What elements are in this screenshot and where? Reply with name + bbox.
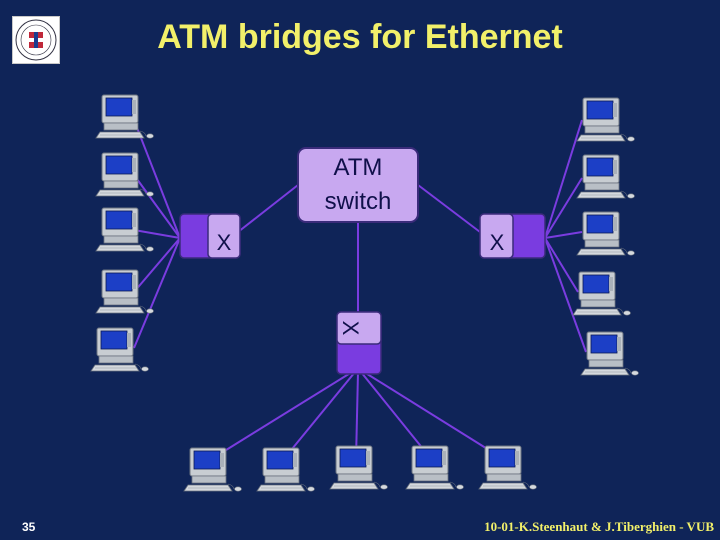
computers-right xyxy=(572,97,639,376)
links xyxy=(133,119,587,461)
desktop-computer-icon xyxy=(95,269,154,314)
bridge-bottom: X xyxy=(336,311,382,375)
link-right-pc-1 xyxy=(544,119,583,239)
link-bottom-pc-4 xyxy=(360,371,433,461)
link-right-pc-3 xyxy=(544,231,583,239)
footer-credit: 10-01-K.Steenhaut & J.Tiberghien - VUB xyxy=(484,519,714,534)
link-left-pc-4 xyxy=(133,237,181,293)
desktop-computer-icon xyxy=(576,97,635,142)
atm-switch: ATM switch xyxy=(297,147,419,223)
link-bottom-pc-2 xyxy=(282,371,356,461)
desktop-computer-icon xyxy=(95,94,154,139)
link-left-pc-5 xyxy=(133,237,181,349)
slide-number: 35 xyxy=(22,520,36,534)
desktop-computer-icon xyxy=(580,331,639,376)
bridge-left: X xyxy=(179,213,241,259)
computers-left xyxy=(90,94,154,372)
desktop-computer-icon xyxy=(183,447,242,492)
link-left-pc-3 xyxy=(133,229,181,239)
link-switch-right xyxy=(417,184,481,233)
desktop-computer-icon xyxy=(405,445,464,490)
desktop-computer-icon xyxy=(576,211,635,256)
bridge-right-label: X xyxy=(490,230,505,255)
university-seal-logo xyxy=(12,16,60,64)
link-switch-left xyxy=(237,184,299,233)
link-right-pc-5 xyxy=(544,237,587,353)
desktop-computer-icon xyxy=(576,154,635,199)
link-right-pc-4 xyxy=(544,237,579,293)
slide-title: ATM bridges for Ethernet xyxy=(157,18,563,56)
desktop-computer-icon xyxy=(572,271,631,316)
link-left-pc-2 xyxy=(133,174,181,239)
bridge-left-label: X xyxy=(217,230,232,255)
bridge-bottom-label: X xyxy=(338,321,363,336)
link-left-pc-1 xyxy=(133,119,181,239)
link-bottom-pc-5 xyxy=(363,371,506,461)
computers-bottom xyxy=(183,445,537,492)
desktop-computer-icon xyxy=(478,445,537,490)
link-bottom-pc-3 xyxy=(355,371,359,461)
link-bottom-pc-1 xyxy=(209,371,353,461)
desktop-computer-icon xyxy=(95,207,154,252)
desktop-computer-icon xyxy=(256,447,315,492)
atm-switch-label-line1: ATM xyxy=(334,154,383,181)
atm-switch-label-line2: switch xyxy=(325,188,392,215)
link-right-pc-2 xyxy=(544,177,583,239)
bridge-right: X xyxy=(479,213,546,259)
desktop-computer-icon xyxy=(329,445,388,490)
